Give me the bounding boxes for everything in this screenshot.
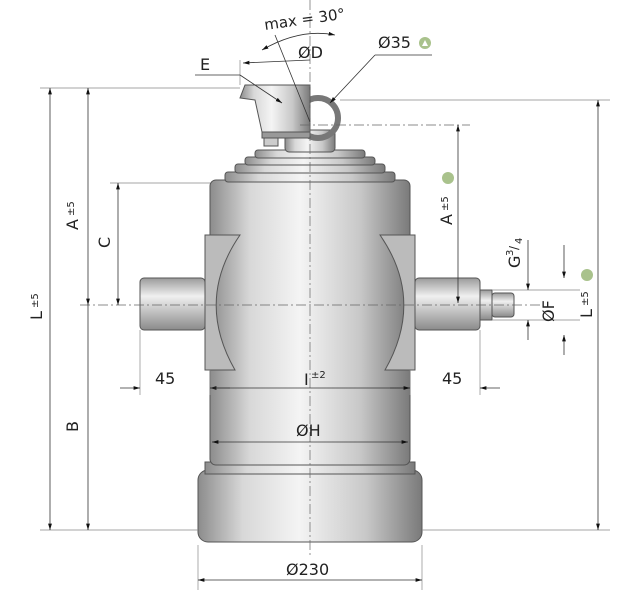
a-left-dimension: A ±5 bbox=[63, 201, 82, 230]
b-label: B bbox=[63, 421, 82, 432]
g-thread-slash: / bbox=[507, 245, 521, 250]
l-left-label: L bbox=[27, 311, 46, 320]
dia-h-label: ØH bbox=[296, 421, 321, 440]
g-thread-denominator: 4 bbox=[514, 238, 525, 244]
a-right-tolerance: ±5 bbox=[440, 196, 451, 211]
cylinder-head bbox=[239, 84, 341, 153]
dimension-lines bbox=[48, 31, 600, 582]
e-label: E bbox=[200, 55, 210, 74]
g-thread-label: G 3 / 4 bbox=[505, 238, 525, 268]
l-right-label: L bbox=[577, 309, 596, 318]
extension-lines bbox=[40, 60, 610, 590]
l-left-dimension: L ±5 bbox=[27, 293, 46, 320]
l-left-tolerance: ±5 bbox=[30, 293, 41, 308]
a-right-dimension: A ±5 bbox=[437, 196, 456, 225]
c-label: C bbox=[95, 237, 114, 248]
dia-f-label: ØF bbox=[539, 300, 558, 322]
triangle-marker-icon-glyph bbox=[422, 40, 428, 46]
a-left-label: A bbox=[63, 219, 82, 230]
cylinder-body bbox=[204, 179, 416, 466]
dist-left-label: 45 bbox=[155, 369, 175, 388]
i-label: I bbox=[304, 370, 309, 389]
triangle-marker-icon bbox=[442, 172, 454, 184]
trunnion-left bbox=[139, 277, 206, 331]
i-tolerance: ±2 bbox=[311, 370, 326, 381]
dist-right-label: 45 bbox=[442, 369, 462, 388]
dia-230-label: Ø230 bbox=[286, 560, 329, 579]
l-right-dimension: L ±5 bbox=[577, 291, 596, 318]
dia-35-label: Ø35 bbox=[378, 33, 411, 52]
trunnion-right bbox=[414, 277, 481, 331]
dia-d-label: ØD bbox=[298, 43, 323, 62]
g-thread-numerator: 3 bbox=[505, 250, 516, 256]
g-thread-letter: G bbox=[505, 256, 524, 268]
angle-label: max = 30° bbox=[263, 5, 346, 34]
a-left-tolerance: ±5 bbox=[66, 201, 77, 216]
l-right-tolerance: ±5 bbox=[580, 291, 591, 306]
a-right-label: A bbox=[437, 214, 456, 225]
triangle-marker-icon bbox=[581, 269, 593, 281]
